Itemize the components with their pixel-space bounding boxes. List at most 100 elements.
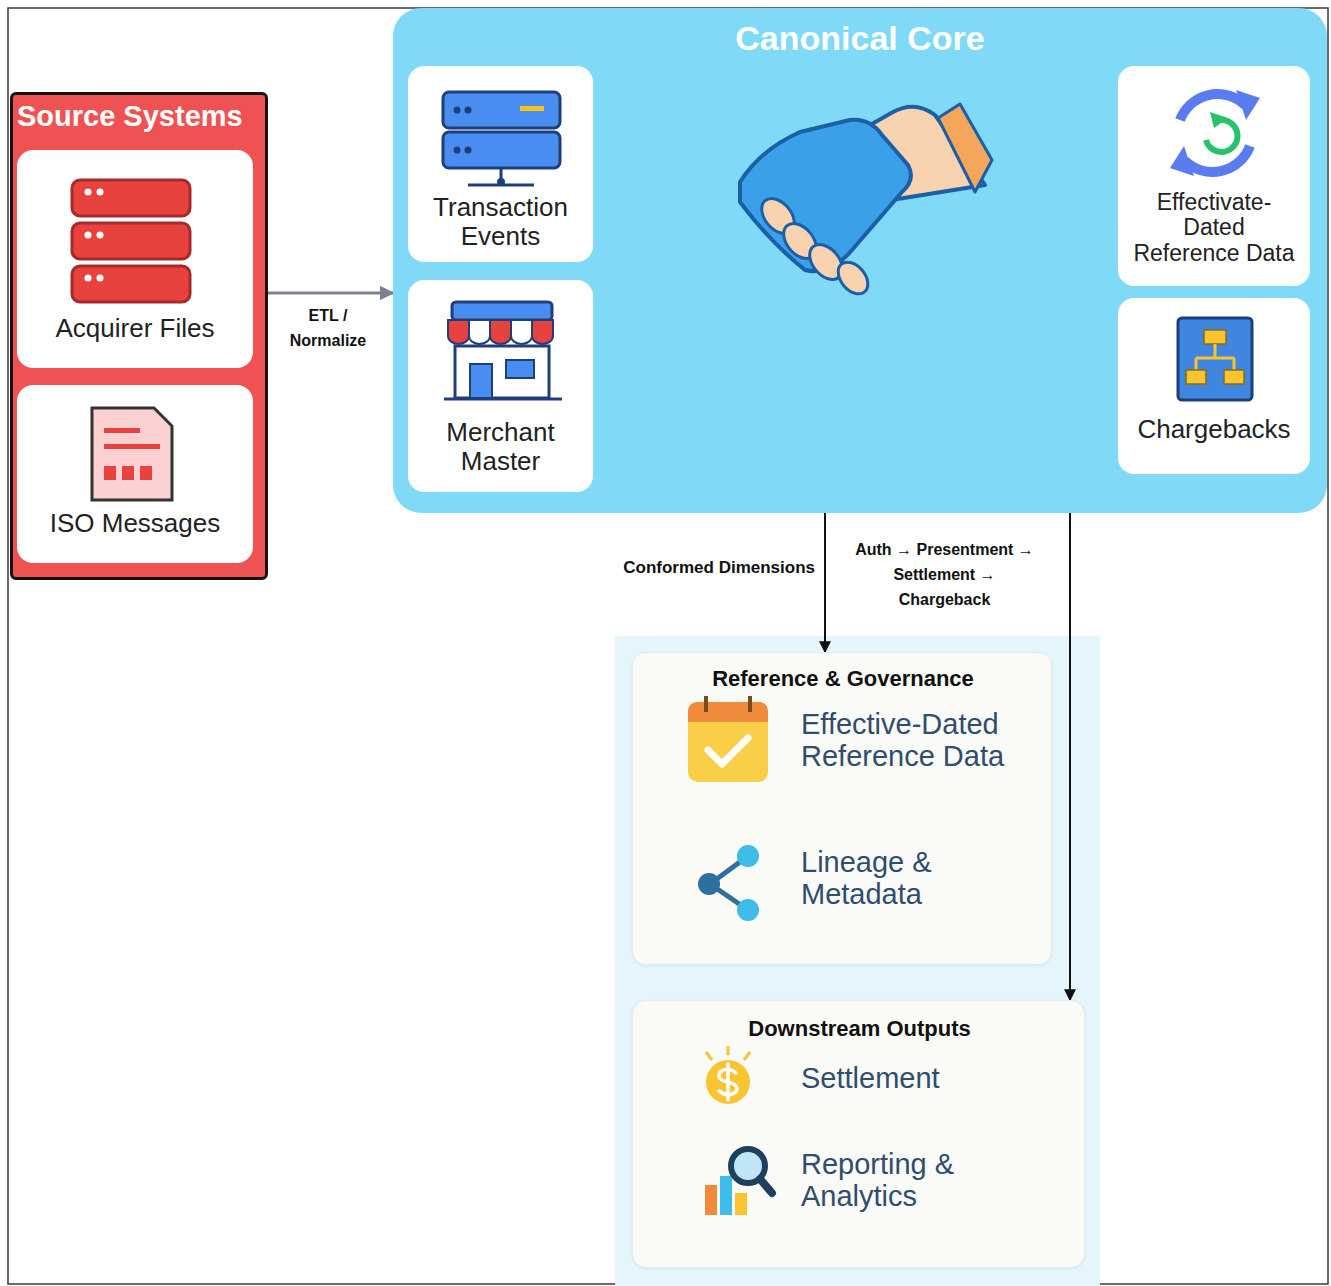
document-sheet <box>92 408 172 500</box>
coin-icon <box>706 1046 750 1104</box>
store-roof <box>452 302 552 320</box>
node-label: Settlement <box>801 1063 1041 1095</box>
flow-arrow <box>1069 513 1071 1000</box>
source-card: ISO Messages <box>17 385 253 563</box>
node-label: Merchant Master <box>414 418 587 475</box>
magnifier-lens <box>731 1149 765 1183</box>
document-block <box>122 466 134 480</box>
store-icon <box>444 302 562 399</box>
node-label: Reporting & Analytics <box>801 1149 1041 1213</box>
server-dot <box>97 232 104 239</box>
server-dot <box>465 147 472 154</box>
chart-bar <box>705 1185 717 1215</box>
store-window <box>506 360 534 378</box>
finger <box>832 256 874 299</box>
core-panel: Canonical CoreTransaction EventsMerchant… <box>393 8 1327 513</box>
share-dot <box>737 845 759 867</box>
server-dot <box>85 275 92 282</box>
finger <box>803 238 849 285</box>
store-ground <box>444 398 562 401</box>
awning-stripe <box>511 320 532 344</box>
share-link <box>710 856 748 884</box>
hierarchy-link <box>1196 344 1234 370</box>
awning-stripe <box>532 320 553 344</box>
refresh-head <box>1236 90 1260 120</box>
calendar-ring <box>748 696 752 712</box>
core-card: Chargebacks <box>1118 298 1310 474</box>
share-icon <box>698 845 759 921</box>
analytics-icon <box>705 1149 772 1215</box>
calendar-icon <box>688 696 768 782</box>
source-panel: Source SystemsAcquirer FilesISO Messages <box>10 92 268 580</box>
document-line <box>104 444 160 449</box>
panel-heading: Reference & Governance <box>633 667 1053 691</box>
refresh-head <box>1210 112 1228 128</box>
chart-bar <box>720 1176 732 1215</box>
magnifier-handle <box>760 1179 772 1193</box>
refresh-arc <box>1185 146 1250 172</box>
document-icon <box>92 408 172 500</box>
refresh-inner <box>1206 120 1237 152</box>
hierarchy-icon <box>1178 318 1252 400</box>
chart-bar <box>735 1193 747 1215</box>
hierarchy-box <box>1224 370 1244 384</box>
store-wall <box>455 346 549 398</box>
awning-stripe <box>490 320 511 344</box>
calendar-top <box>688 702 768 722</box>
hand-cuff <box>938 104 992 192</box>
refresh-icon <box>1170 90 1260 176</box>
edge-label: ETL / Normalize <box>272 304 384 354</box>
server-unit <box>72 180 190 216</box>
hand-right <box>826 107 985 205</box>
coin-ray <box>727 1046 730 1055</box>
server-icon <box>72 180 190 302</box>
hierarchy-frame <box>1178 318 1252 400</box>
refresh-arc <box>1180 94 1245 120</box>
finger <box>777 217 823 264</box>
node-label: Acquirer Files <box>25 314 245 343</box>
store-door <box>470 364 492 398</box>
share-dot <box>737 899 759 921</box>
document-line <box>104 428 140 433</box>
node-label: Chargebacks <box>1124 415 1304 444</box>
hierarchy-box <box>1204 330 1226 344</box>
edge-label: Conformed Dimensions <box>558 555 815 581</box>
calendar-body <box>688 702 768 782</box>
share-link <box>710 884 748 910</box>
node-label: Effectivate-Dated Reference Data <box>1128 190 1300 266</box>
server-dot <box>454 147 461 154</box>
awning-stripe <box>448 320 469 344</box>
server-dot <box>454 107 461 114</box>
core-card: Merchant Master <box>408 280 593 492</box>
check-mark <box>708 738 748 764</box>
document-block <box>140 466 152 480</box>
output-band <box>615 636 1100 1286</box>
server-unit <box>443 92 560 128</box>
server-dot <box>97 189 104 196</box>
node-label: Canonical Core <box>393 20 1327 57</box>
server-dot <box>465 107 472 114</box>
refresh-head <box>1170 146 1194 176</box>
handshake-illustration <box>740 104 992 300</box>
dollar-mark <box>719 1064 737 1100</box>
server-unit <box>72 223 190 259</box>
source-card: Acquirer Files <box>17 150 253 368</box>
node-label: Lineage & Metadata <box>801 847 1036 911</box>
flow-arrow <box>268 292 393 295</box>
server-icon <box>443 92 560 186</box>
coin-body <box>706 1060 750 1104</box>
node-label: Transaction Events <box>414 193 587 250</box>
server-dot <box>85 232 92 239</box>
core-card: Transaction Events <box>408 66 593 262</box>
coin-ray <box>744 1052 750 1060</box>
server-base <box>468 184 534 187</box>
server-dot <box>97 275 104 282</box>
node-label: ISO Messages <box>25 509 245 538</box>
edge-label: Auth → Presentment → Settlement → Charge… <box>852 538 1037 612</box>
server-stand <box>500 168 503 182</box>
finger <box>755 192 801 239</box>
hierarchy-box <box>1186 370 1206 384</box>
outer-frame <box>8 8 1328 1284</box>
